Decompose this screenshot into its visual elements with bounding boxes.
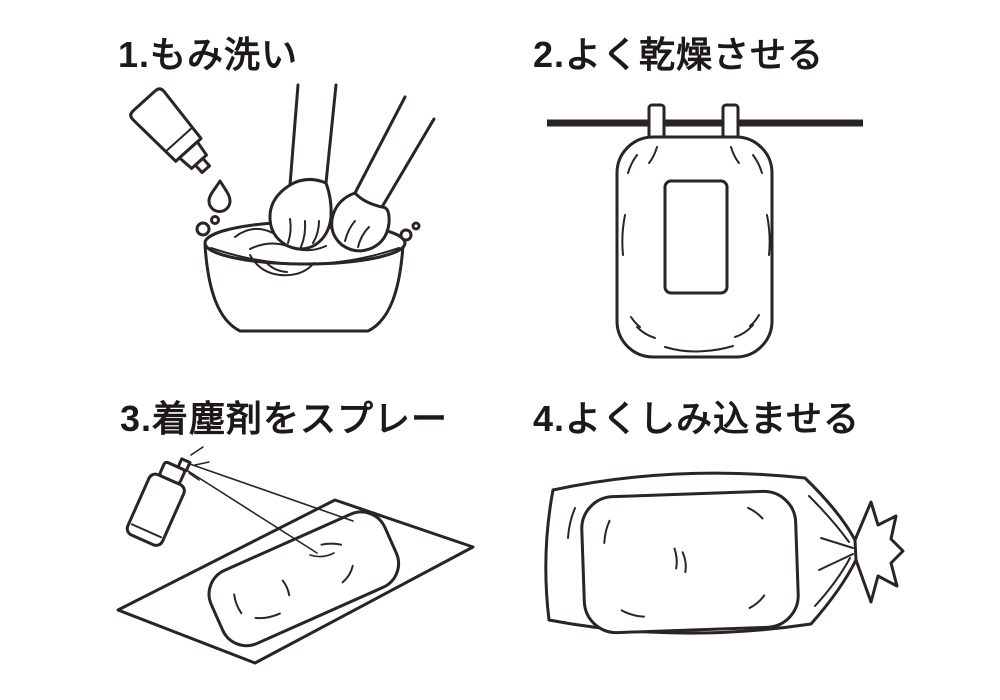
step-3-title: 3.着塵剤をスプレー — [120, 398, 449, 439]
step-2-title: 2.よく乾燥させる — [533, 34, 825, 75]
spraying-illustration — [116, 446, 475, 665]
step-4-title: 4.よくしみ込ませる — [533, 398, 860, 439]
hand-washing-illustration — [129, 83, 436, 333]
soap-bubbles — [195, 215, 421, 242]
drying-bag — [615, 135, 774, 359]
drying-illustration — [547, 103, 863, 359]
water-drop — [207, 179, 232, 213]
spray-can — [125, 457, 192, 547]
right-arm-and-glove — [330, 95, 436, 253]
bag-knot — [853, 500, 905, 604]
mop-pad — [207, 510, 401, 648]
spray-burst — [188, 446, 210, 481]
spray-mist — [184, 462, 354, 558]
step-1-title: 1.もみ洗い — [118, 34, 299, 75]
left-arm-and-glove — [268, 83, 338, 251]
bag-window — [663, 179, 729, 295]
pad-in-bag — [580, 489, 800, 635]
detergent-bottle — [129, 87, 211, 175]
soaking-illustration — [544, 471, 905, 635]
